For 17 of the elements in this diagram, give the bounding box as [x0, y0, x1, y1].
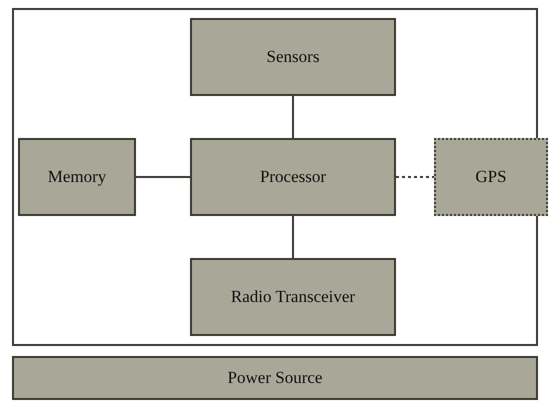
connector-line — [396, 176, 434, 178]
connector-line — [136, 176, 190, 178]
system-frame — [12, 8, 538, 346]
component-label: GPS — [475, 167, 507, 187]
connector-line — [292, 96, 294, 138]
component-label: Memory — [48, 167, 106, 187]
connector-line — [292, 216, 294, 258]
component-label: Radio Transceiver — [230, 287, 356, 307]
power-bar — [12, 356, 538, 400]
optional-component-box — [434, 138, 548, 216]
component-box — [190, 258, 396, 336]
component-box — [190, 18, 396, 96]
component-label: Sensors — [266, 47, 320, 67]
component-label: Processor — [260, 167, 326, 187]
component-box — [190, 138, 396, 216]
component-label: Power Source — [228, 368, 322, 388]
component-box — [18, 138, 136, 216]
